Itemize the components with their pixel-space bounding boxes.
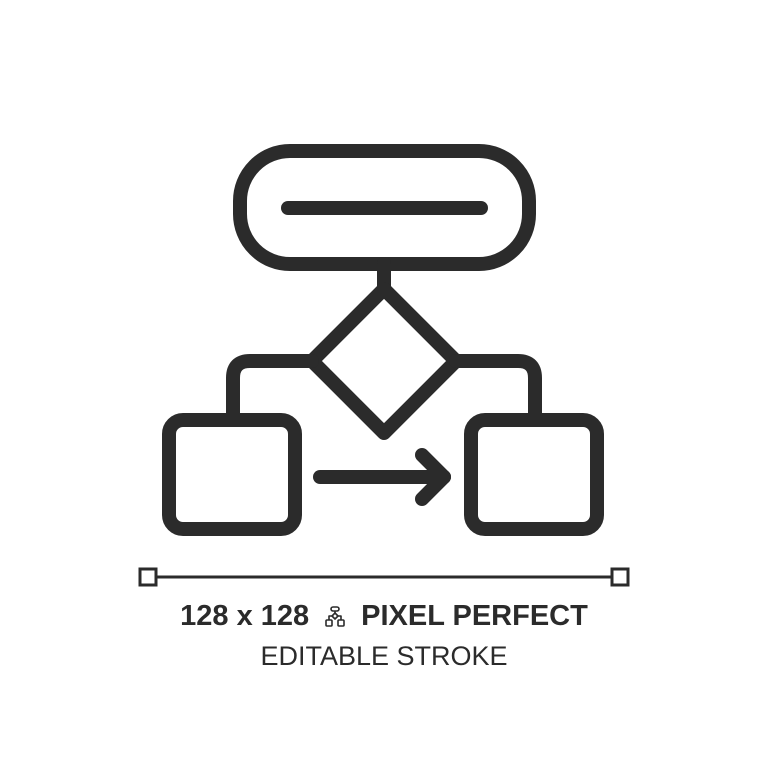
connector-right <box>449 354 542 427</box>
decision-diamond <box>305 282 463 440</box>
connector-left <box>226 354 319 427</box>
flowchart-mini-icon <box>325 605 345 627</box>
ruler-handle-left <box>138 567 158 587</box>
arrow-head <box>415 448 451 506</box>
caption-headline-row: 128 x 128 PIXEL PERFECT <box>0 600 768 633</box>
process-box-right <box>464 413 604 536</box>
pixel-perfect-label: PIXEL PERFECT <box>361 600 588 632</box>
process-box-left <box>162 413 302 536</box>
ruler-handle-right <box>610 567 630 587</box>
dimension-label: 128 x 128 <box>180 600 310 632</box>
dimension-ruler <box>138 567 630 587</box>
editable-stroke-label: EDITABLE STROKE <box>260 641 508 671</box>
